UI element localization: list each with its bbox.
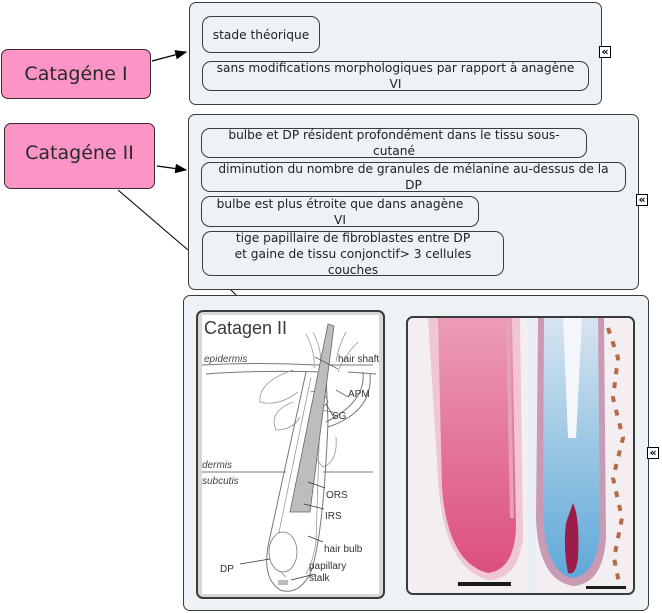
connector-catagen2-images-b xyxy=(229,288,237,296)
node-bulbe-etroite[interactable]: bulbe est plus étroite que dans anagène … xyxy=(201,196,479,227)
node-text: sans modifications morphologiques par ra… xyxy=(216,61,575,91)
histology-image xyxy=(406,316,635,595)
node-bulbe-dp-profond[interactable]: bulbe et DP résident profondément dans l… xyxy=(201,128,587,158)
label-irs: IRS xyxy=(325,511,342,522)
label-apm: APM xyxy=(348,389,370,400)
catagen-diagram-svg xyxy=(201,315,379,594)
node-text: stade théorique xyxy=(212,27,310,42)
topic-label: Catagéne I xyxy=(24,63,128,85)
label-stalk: stalk xyxy=(309,573,330,584)
label-subcutis: subcutis xyxy=(202,476,239,487)
collapse-icon[interactable]: « xyxy=(647,447,659,459)
connector-catagen1 xyxy=(151,50,188,62)
node-text: diminution du nombre de granules de méla… xyxy=(218,162,609,192)
node-tige-papillaire[interactable]: tige papillaire de fibroblastes entre DP… xyxy=(202,230,504,277)
catagen-ii-diagram: Catagen II epidermis hair shaft APM SG d… xyxy=(196,310,385,599)
connector-catagen2-images xyxy=(117,189,189,251)
node-diminution-melanine[interactable]: diminution du nombre de granules de méla… xyxy=(201,162,626,192)
label-dermis: dermis xyxy=(202,460,233,471)
topic-catagen-1[interactable]: Catagéne I xyxy=(1,49,151,99)
label-hair-bulb: hair bulb xyxy=(324,544,363,555)
topic-label: Catagéne II xyxy=(25,142,134,164)
collapse-icon[interactable]: « xyxy=(636,194,648,206)
connector-catagen2 xyxy=(156,163,188,174)
node-text: tige papillaire de fibroblastes entre DP… xyxy=(234,230,472,277)
topic-catagen-2[interactable]: Catagéne II xyxy=(4,123,155,189)
node-text: bulbe et DP résident profondément dans l… xyxy=(228,128,560,158)
label-ors: ORS xyxy=(326,490,348,501)
histology-svg xyxy=(408,318,633,593)
label-dp: DP xyxy=(220,564,234,575)
diagram-title: Catagen II xyxy=(204,318,288,338)
node-stade-theorique[interactable]: stade théorique xyxy=(202,16,320,53)
label-epidermis: epidermis xyxy=(204,354,248,365)
node-text: bulbe est plus étroite que dans anagène … xyxy=(216,196,464,227)
label-hair-shaft: hair shaft xyxy=(338,354,380,365)
collapse-icon[interactable]: « xyxy=(599,46,611,58)
label-papillary: papillary xyxy=(309,561,347,572)
node-sans-modifications[interactable]: sans modifications morphologiques par ra… xyxy=(202,61,589,91)
label-sg: SG xyxy=(332,411,347,422)
